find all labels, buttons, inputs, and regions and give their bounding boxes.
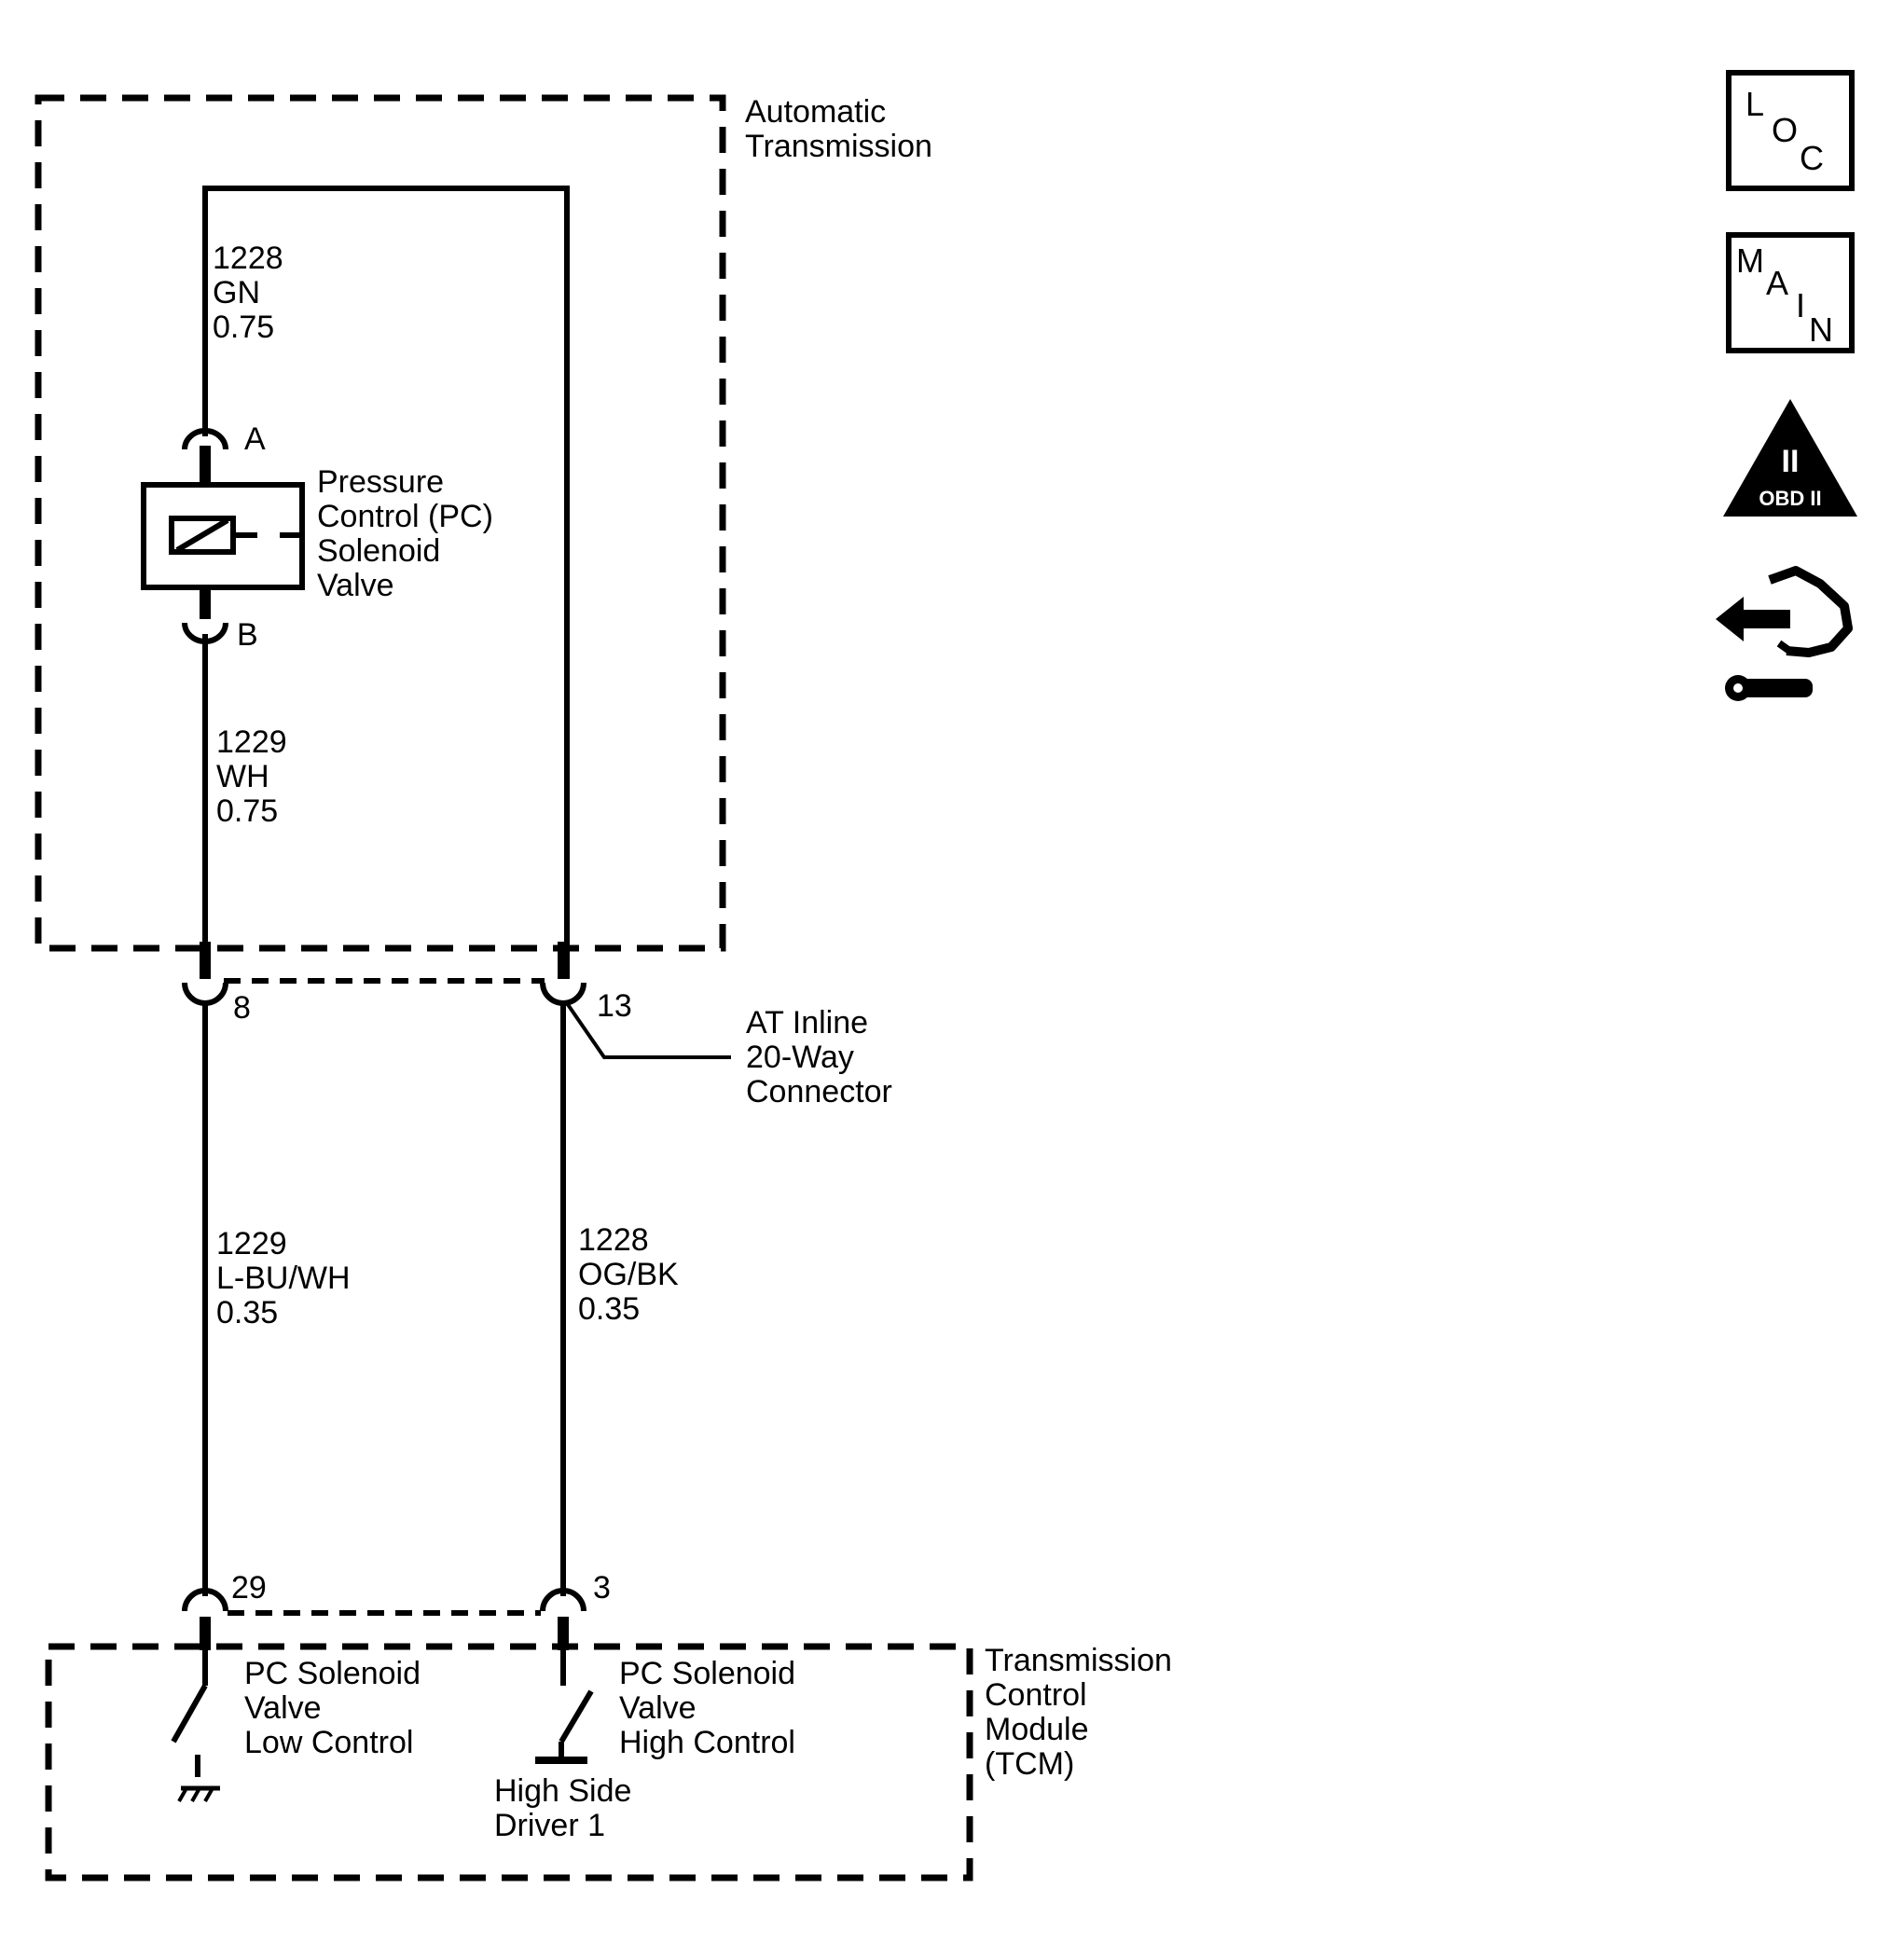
loc-icon[interactable]: L O C <box>1726 70 1855 191</box>
low-control-switch-icon <box>171 1684 208 1743</box>
main-icon-letter-2: A <box>1766 264 1788 302</box>
high-side-driver-label-line2: Driver 1 <box>494 1808 605 1843</box>
inline-connector-label-line3: Connector <box>746 1074 892 1109</box>
inline-connector-leader <box>565 1001 731 1059</box>
inline-connector-pin-13-label: 13 <box>597 988 632 1024</box>
wire-1228-upper-circuit: 1228 <box>213 241 283 276</box>
high-side-driver-label-line1: High Side <box>494 1773 631 1809</box>
wire-1229-upper-color: WH <box>216 759 269 794</box>
wire-1228-lower-size: 0.35 <box>578 1291 640 1327</box>
wire-1229-upper-size: 0.75 <box>216 793 278 829</box>
ground-icon <box>177 1785 220 1802</box>
transmission-boundary <box>34 94 726 952</box>
wire-1229-lower-color: L-BU/WH <box>216 1261 351 1296</box>
main-icon-letter-4: N <box>1809 310 1833 349</box>
high-control-label-line2: Valve <box>619 1690 697 1726</box>
solenoid-label-line2: Control (PC) <box>317 499 493 534</box>
wire-1228-lower-circuit: 1228 <box>578 1222 649 1258</box>
tcm-pin-3-terminal <box>540 1588 586 1612</box>
inline-connector-pin-8-label: 8 <box>233 990 251 1026</box>
wire-1228-upper-size: 0.75 <box>213 310 274 345</box>
transmission-label-line2: Transmission <box>745 129 932 164</box>
tcm-label-line1: Transmission <box>985 1643 1172 1678</box>
high-control-switch-icon <box>559 1689 594 1743</box>
wire-1229-upper-circuit: 1229 <box>216 724 287 760</box>
hand-wrench-service-icon[interactable] <box>1716 566 1853 701</box>
main-icon[interactable]: M A I N <box>1726 232 1855 353</box>
wire-1229-lower-size: 0.35 <box>216 1295 278 1330</box>
loc-icon-letter-2: O <box>1772 111 1798 149</box>
obd-ii-numeral: II <box>1782 444 1800 479</box>
tcm-label-line2: Control <box>985 1677 1087 1713</box>
main-icon-letter-1: M <box>1736 241 1764 280</box>
solenoid-pin-b-label: B <box>237 617 258 653</box>
loc-icon-letter-3: C <box>1800 139 1824 177</box>
high-control-label-line1: PC Solenoid <box>619 1656 795 1691</box>
solenoid-coil-slash <box>175 517 229 553</box>
wire-1228-lower-color: OG/BK <box>578 1257 679 1292</box>
wire-1229-lower-circuit: 1229 <box>216 1226 287 1261</box>
obd-ii-icon[interactable]: II OBD II <box>1723 399 1857 517</box>
obd-ii-label: OBD II <box>1759 487 1821 510</box>
solenoid-label-line1: Pressure <box>317 464 444 500</box>
wire-1228-upper-color: GN <box>213 275 260 310</box>
low-control-label-line2: Valve <box>244 1690 322 1726</box>
low-control-label-line3: Low Control <box>244 1725 413 1760</box>
solenoid-pin-a-terminal <box>182 428 228 450</box>
high-control-label-line3: High Control <box>619 1725 795 1760</box>
low-control-label-line1: PC Solenoid <box>244 1656 421 1691</box>
inline-connector-label-line1: AT Inline <box>746 1005 868 1041</box>
tcm-boundary <box>45 1643 973 1881</box>
inline-connector-pin-13-terminal <box>540 982 586 1006</box>
wire-1228-upper <box>202 186 570 979</box>
solenoid-label-line4: Valve <box>317 568 394 603</box>
transmission-label-line1: Automatic <box>745 94 886 130</box>
inline-connector-label-line2: 20-Way <box>746 1040 854 1075</box>
solenoid-pin-a-label: A <box>244 421 266 457</box>
inline-connector-pin-8-terminal <box>182 982 228 1006</box>
loc-icon-letter-1: L <box>1745 85 1764 123</box>
solenoid-label-line3: Solenoid <box>317 533 440 569</box>
tcm-label-line3: Module <box>985 1712 1089 1747</box>
main-icon-letter-3: I <box>1796 286 1805 324</box>
tcm-pin-3-label: 3 <box>593 1570 611 1606</box>
solenoid-pin-b-terminal <box>182 622 228 644</box>
tcm-pin-29-terminal <box>182 1588 228 1612</box>
tcm-pin-29-label: 29 <box>231 1570 267 1606</box>
tcm-label-line4: (TCM) <box>985 1746 1074 1782</box>
